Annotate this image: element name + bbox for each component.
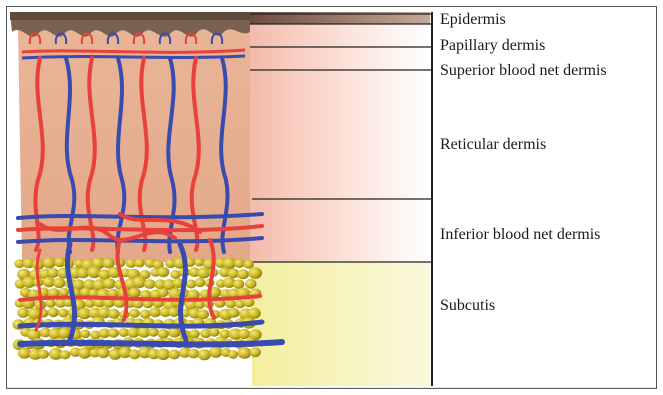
fat-globule (248, 267, 262, 279)
fat-globule (17, 308, 29, 318)
fat-globule (118, 328, 129, 337)
fat-globule (128, 287, 141, 298)
fat-globule (103, 258, 115, 268)
fat-globule (197, 309, 209, 319)
fat-globule (77, 268, 89, 278)
fat-globule (186, 280, 197, 289)
fat-globule (47, 268, 58, 278)
fat-globule (168, 350, 180, 360)
label-reticular-dermis: Reticular dermis (440, 136, 546, 154)
fat-globule (198, 349, 211, 360)
epidermis-surface (10, 12, 250, 20)
fat-globule (140, 310, 151, 319)
fat-globule (197, 267, 210, 278)
fat-globule (157, 267, 169, 277)
fat-globule (245, 279, 257, 289)
fat-globule (209, 346, 222, 357)
fat-globule (238, 347, 252, 359)
fat-globule (59, 288, 69, 297)
fat-globule (134, 259, 145, 268)
fat-globule (157, 349, 171, 361)
label-superior-blood-net-dermis: Superior blood net dermis (440, 62, 607, 80)
fat-globule (78, 347, 91, 358)
fat-globule (188, 349, 200, 359)
fat-globule (58, 309, 68, 318)
fat-globule (129, 309, 140, 318)
fat-globule (158, 288, 169, 297)
fat-globule (108, 309, 120, 319)
fat-globule (43, 257, 56, 268)
fat-globule (132, 276, 146, 288)
fat-globule (237, 269, 249, 279)
fat-globule (108, 328, 119, 337)
fat-globule (53, 278, 65, 288)
label-epidermis: Epidermis (440, 11, 506, 29)
fat-globule (48, 308, 59, 318)
fat-globule (144, 279, 156, 289)
fat-globule (243, 260, 254, 269)
dermis-band (245, 24, 430, 262)
fat-globule (60, 350, 71, 359)
fat-globule (209, 328, 219, 337)
fat-globule (234, 259, 245, 268)
fat-globule (250, 348, 261, 358)
fat-globule (248, 308, 261, 319)
subcutis-band (252, 262, 430, 386)
fat-globule (80, 330, 90, 339)
fat-globule (195, 278, 206, 287)
fat-globule (148, 328, 159, 337)
fat-globule (194, 258, 204, 267)
fat-globule (85, 299, 95, 308)
fat-globule (43, 277, 55, 288)
label-inferior-blood-net-dermis: Inferior blood net dermis (440, 226, 600, 244)
fat-globule (149, 307, 161, 317)
fat-globule (228, 350, 238, 359)
fat-globule (38, 350, 49, 359)
fat-globule (103, 278, 116, 289)
fat-globule (228, 308, 240, 318)
fat-globule (45, 299, 55, 308)
fat-globule (158, 329, 169, 339)
fat-globule (168, 307, 180, 317)
fat-globule (238, 329, 250, 339)
fat-globule (189, 329, 200, 338)
fat-globule (97, 348, 110, 359)
label-subcutis: Subcutis (440, 297, 495, 315)
label-papillary-dermis: Papillary dermis (440, 37, 545, 55)
